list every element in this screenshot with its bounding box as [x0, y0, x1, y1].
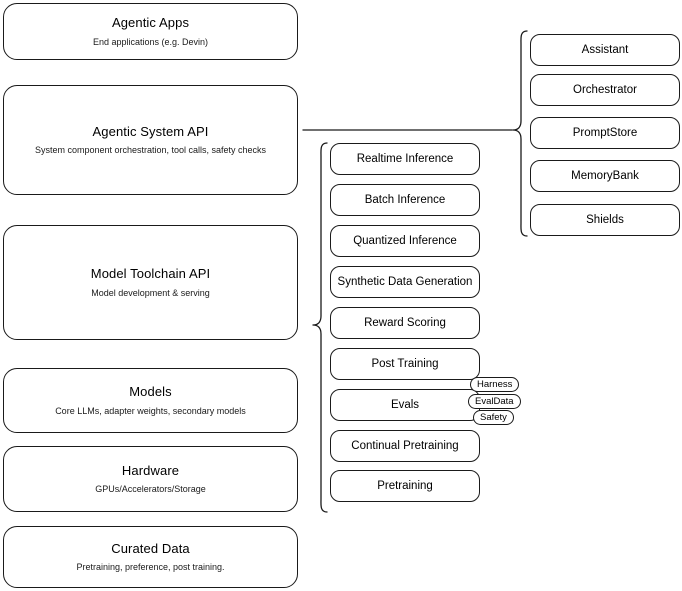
layer-title: Agentic System API	[92, 123, 209, 139]
layer-subtitle: End applications (e.g. Devin)	[92, 36, 209, 47]
layer-subtitle: GPUs/Accelerators/Storage	[95, 484, 206, 494]
capability-box-pretraining[interactable]: Pretraining	[330, 470, 480, 502]
component-box-assistant[interactable]: Assistant	[530, 34, 680, 66]
layer-box-agentic-system-api[interactable]: Agentic System API System component orch…	[3, 85, 298, 195]
capability-box-reward-scoring[interactable]: Reward Scoring	[330, 307, 480, 339]
layer-title: Model Toolchain API	[90, 266, 211, 282]
component-label: Assistant	[581, 43, 629, 56]
capability-label: Evals	[390, 398, 420, 411]
layer-title: Models	[129, 384, 172, 400]
capability-label: Post Training	[371, 357, 439, 370]
layer-box-model-toolchain-api[interactable]: Model Toolchain API Model development & …	[3, 225, 298, 340]
layer-title: Curated Data	[111, 540, 190, 556]
capability-label: Realtime Inference	[356, 152, 454, 165]
component-box-memorybank[interactable]: MemoryBank	[530, 160, 680, 192]
system-components-brace	[512, 30, 528, 237]
layer-box-models[interactable]: Models Core LLMs, adapter weights, secon…	[3, 368, 298, 433]
component-label: Orchestrator	[573, 83, 637, 96]
capability-box-evals[interactable]: Evals	[330, 389, 480, 421]
eval-badge-label: Safety	[480, 412, 507, 423]
layer-subtitle: Pretraining, preference, post training.	[76, 562, 225, 572]
toolchain-brace	[312, 142, 328, 513]
layer-title: Agentic Apps	[111, 15, 190, 31]
component-label: MemoryBank	[571, 169, 639, 182]
component-label: Shields	[586, 213, 624, 226]
capability-box-post-training[interactable]: Post Training	[330, 348, 480, 380]
layer-box-hardware[interactable]: Hardware GPUs/Accelerators/Storage	[3, 446, 298, 512]
capability-label: Synthetic Data Generation	[337, 275, 473, 288]
eval-badge-safety[interactable]: Safety	[473, 410, 514, 425]
capability-box-realtime-inference[interactable]: Realtime Inference	[330, 143, 480, 175]
capability-box-quantized-inference[interactable]: Quantized Inference	[330, 225, 480, 257]
layer-subtitle: Core LLMs, adapter weights, secondary mo…	[55, 405, 246, 416]
capability-box-continual-pretraining[interactable]: Continual Pretraining	[330, 430, 480, 462]
eval-badge-harness[interactable]: Harness	[470, 377, 520, 392]
capability-label: Batch Inference	[364, 193, 446, 206]
component-box-shields[interactable]: Shields	[530, 204, 680, 236]
eval-badge-label: Harness	[477, 379, 513, 390]
layer-box-agentic-apps[interactable]: Agentic Apps End applications (e.g. Devi…	[3, 3, 298, 60]
layer-title: Hardware	[121, 462, 180, 478]
layer-box-curated-data[interactable]: Curated Data Pretraining, preference, po…	[3, 526, 298, 588]
eval-badge-evaldata[interactable]: EvalData	[468, 394, 521, 409]
layer-subtitle: Model development & serving	[91, 287, 210, 298]
component-label: PromptStore	[572, 126, 638, 139]
eval-badge-label: EvalData	[475, 396, 514, 407]
layer-subtitle: System component orchestration, tool cal…	[34, 145, 267, 155]
capability-label: Quantized Inference	[353, 234, 457, 247]
component-box-promptstore[interactable]: PromptStore	[530, 117, 680, 149]
capability-box-batch-inference[interactable]: Batch Inference	[330, 184, 480, 216]
capability-label: Reward Scoring	[364, 316, 446, 329]
capability-label: Pretraining	[377, 479, 433, 492]
capability-label: Continual Pretraining	[351, 439, 459, 452]
component-box-orchestrator[interactable]: Orchestrator	[530, 74, 680, 106]
capability-box-synthetic-data-generation[interactable]: Synthetic Data Generation	[330, 266, 480, 298]
